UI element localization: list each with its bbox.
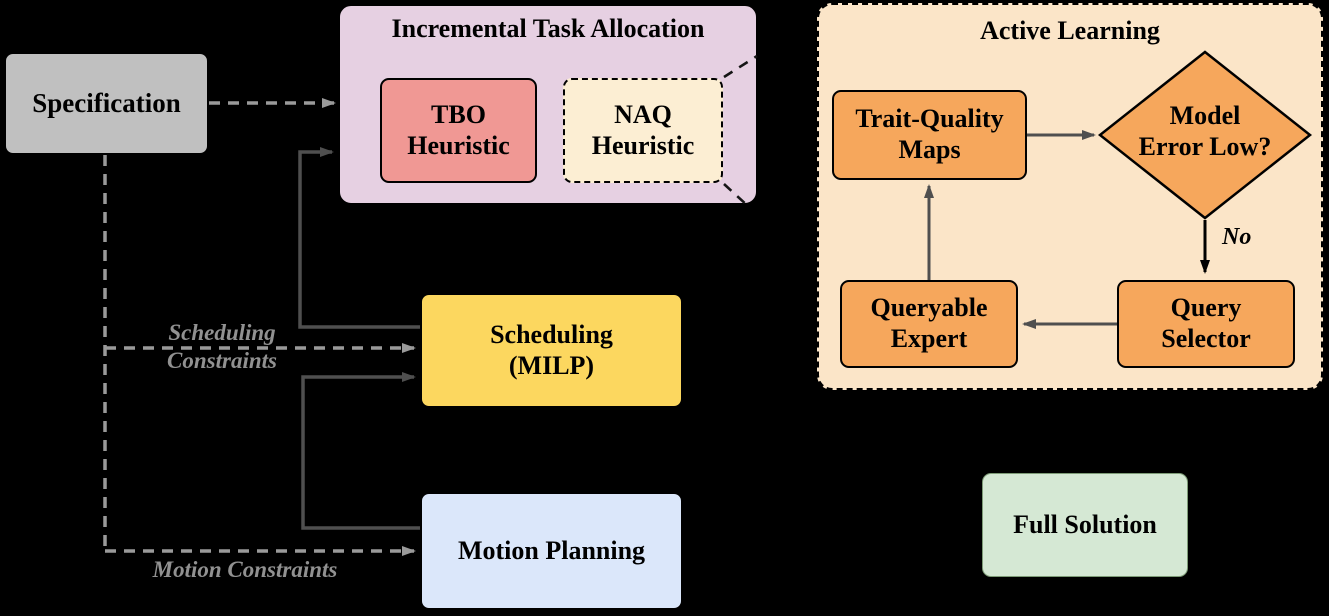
query-selector-line2: Selector [1161, 324, 1251, 353]
incremental-task-allocation-title: Incremental Task Allocation [391, 14, 705, 43]
active-learning-title: Active Learning [980, 16, 1160, 45]
naq-heuristic-line2: Heuristic [591, 130, 695, 160]
scheduling-constraints-line2: Constraints [167, 348, 277, 373]
naq-heuristic-line1: NAQ [614, 99, 672, 129]
query-selector-line1: Query [1170, 293, 1242, 323]
tbo-heuristic-line2: Heuristic [407, 130, 510, 160]
scheduling-line2: (MILP) [508, 350, 595, 380]
tbo-heuristic-node: TBO Heuristic [380, 78, 537, 183]
scheduling-line1: Scheduling [490, 319, 613, 349]
motion-planning-label: Motion Planning [457, 535, 646, 565]
specification-label: Specification [32, 87, 181, 118]
model-error-low-line2: Error Low? [1138, 132, 1272, 162]
model-error-low-line1: Model [1169, 101, 1241, 130]
queryable-expert-node: Queryable Expert [840, 280, 1018, 368]
trait-quality-maps-line1: Trait-Quality [855, 104, 1004, 134]
trait-quality-maps-line2: Maps [898, 135, 961, 164]
motion-planning-node: Motion Planning [420, 492, 683, 610]
scheduling-constraints-line1: Scheduling [168, 320, 276, 345]
specification-node: Specification [4, 52, 209, 155]
queryable-expert-line1: Queryable [870, 293, 988, 323]
scheduling-node: Scheduling (MILP) [420, 293, 683, 408]
decision-no-label: No [1222, 224, 1252, 250]
naq-heuristic-node: NAQ Heuristic [563, 78, 723, 183]
edge-motion-planning-to-scheduling [301, 372, 420, 530]
full-solution-node: Full Solution [982, 473, 1188, 577]
query-selector-node: Query Selector [1117, 280, 1295, 368]
model-error-low-text: Model Error Low? [1105, 100, 1305, 162]
tbo-heuristic-line1: TBO [431, 99, 486, 129]
trait-quality-maps-node: Trait-Quality Maps [832, 90, 1027, 180]
motion-constraints-label: Motion Constraints [152, 557, 338, 582]
scheduling-constraints-label: Scheduling Constraints [148, 319, 296, 375]
full-solution-label: Full Solution [1013, 509, 1157, 539]
queryable-expert-line2: Expert [890, 324, 968, 353]
